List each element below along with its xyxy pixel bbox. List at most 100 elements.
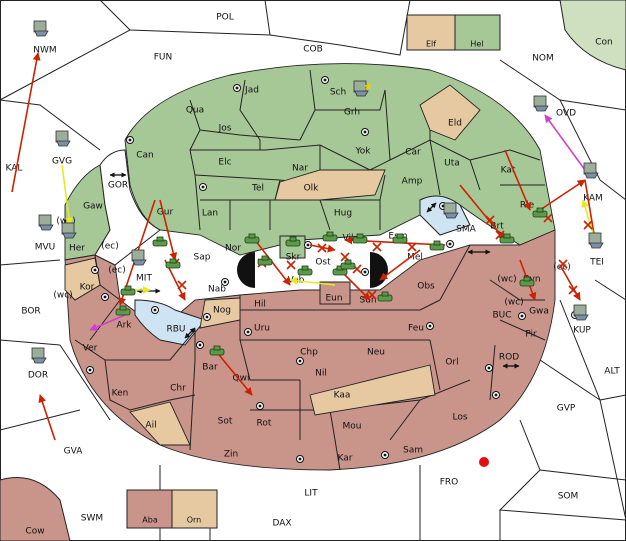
fleet-unit-icon[interactable] [31, 347, 47, 364]
failed-order-cross-4 [317, 243, 327, 253]
army-unit-icon[interactable] [244, 233, 260, 244]
label-rod: ROD [499, 353, 519, 363]
label-sap: Sap [194, 253, 211, 263]
order-move-16 [214, 349, 253, 396]
label-hil: Hil [254, 300, 266, 310]
supply-centre-dot-10 [223, 280, 227, 284]
army-unit-icon[interactable] [332, 265, 348, 276]
province-kaa-fill[interactable] [309, 364, 436, 416]
label-pol: POL [216, 13, 234, 23]
label-mit: MIT [136, 274, 152, 284]
label-eun: Eun [325, 294, 342, 304]
fleet-unit-icon[interactable] [33, 20, 49, 37]
fleet-unit-icon[interactable] [353, 80, 369, 97]
label-nar: Nar [292, 164, 308, 174]
army-unit-icon[interactable] [340, 259, 356, 270]
supply-centre-dot-11 [103, 295, 107, 299]
army-unit-icon[interactable] [429, 240, 445, 251]
province-eun-box[interactable] [319, 281, 351, 305]
supply-centre-dot-9 [93, 268, 97, 272]
label-uru: Uru [254, 324, 270, 334]
fleet-unit-icon[interactable] [573, 304, 589, 321]
region-cow[interactable] [0, 477, 71, 541]
label-neu: Neu [367, 348, 385, 358]
army-unit-icon[interactable] [297, 265, 313, 276]
army-unit-icon[interactable] [322, 231, 338, 242]
supply-centre-dot-12 [205, 315, 209, 319]
label-byn: Byn [523, 275, 540, 285]
label-kat: Kat [501, 166, 516, 176]
supply-centre-dot-25 [153, 308, 157, 312]
label-nog: Nog [213, 306, 231, 316]
label-pir: Pir [525, 330, 537, 340]
label-tel: Tel [251, 184, 264, 194]
label-buc: BUC [492, 311, 511, 321]
label-gor: GOR [108, 181, 128, 191]
supply-centre-dot-3 [128, 138, 132, 142]
label-mel: Mel [407, 253, 423, 263]
label-gwa: Gwa [529, 307, 549, 317]
province-nog-fill[interactable] [199, 297, 241, 329]
supply-centre-dot-21 [298, 457, 302, 461]
province-olk-fill[interactable] [274, 169, 386, 201]
army-unit-icon[interactable] [499, 233, 515, 244]
coast-wc-kor: (wc) [53, 291, 72, 301]
fleet-unit-icon[interactable] [588, 232, 604, 249]
label-chr: Chr [170, 384, 186, 394]
province-ail-fill[interactable] [129, 401, 191, 446]
fleet-unit-icon[interactable] [533, 95, 549, 112]
order-move-13 [584, 179, 598, 241]
label-brt: Brt [490, 222, 504, 232]
label-rot: Rot [257, 419, 272, 429]
army-unit-icon[interactable] [377, 291, 393, 302]
label-nil: Nil [315, 369, 327, 379]
army-unit-icon[interactable] [165, 258, 181, 269]
supply-centres [86, 76, 579, 463]
label-alt: ALT [604, 367, 620, 377]
fleet-unit-icon[interactable] [443, 202, 459, 219]
label-bor: BOR [21, 307, 40, 317]
fleet-unit-icon[interactable] [583, 162, 599, 179]
army-unit-icon[interactable] [120, 285, 136, 296]
fleet-unit-icon[interactable] [55, 130, 71, 147]
label-gva: GVA [64, 447, 84, 457]
fleet-unit-icon[interactable] [38, 214, 54, 231]
label-cob: COB [303, 45, 323, 55]
neutral-provinces [64, 84, 481, 446]
sea-labels: POL COB FUN NOM Con NWM KAL OVD GVG MVU … [6, 13, 621, 537]
order-convoy-1 [544, 114, 586, 171]
fleet-unit-icon[interactable] [61, 222, 77, 239]
label-her: Her [69, 244, 85, 254]
legend-orn-label: Orn [187, 516, 202, 525]
legend-orn-swatch [171, 489, 218, 529]
order-move-10 [459, 184, 506, 241]
label-sot: Sot [218, 417, 233, 427]
label-dor: DOR [28, 371, 48, 381]
supply-centre-dot-14 [88, 368, 92, 372]
label-cow: Cow [25, 527, 44, 537]
label-zin: Zin [224, 450, 238, 460]
legend-hel-label: Hel [470, 40, 483, 49]
army-unit-icon[interactable] [392, 233, 408, 244]
army-unit-icon[interactable] [532, 207, 548, 218]
army-unit-icon[interactable] [352, 233, 368, 244]
province-eld-fill[interactable] [419, 84, 481, 141]
label-sma: SMA [456, 225, 476, 235]
army-unit-icon[interactable] [257, 255, 273, 266]
army-unit-icon[interactable] [285, 236, 301, 247]
army-unit-icon[interactable] [115, 305, 131, 316]
label-yok: Yok [354, 147, 371, 157]
star-marker-icon: ★ [363, 80, 373, 93]
coast-wc-byn: (wc) [497, 275, 516, 285]
supply-centre-dot-19 [494, 393, 498, 397]
legend-aba-label: Aba [142, 516, 158, 525]
fleet-unit-icon[interactable] [131, 249, 147, 266]
army-unit-icon[interactable] [209, 345, 225, 356]
label-nwm: NWM [33, 46, 56, 56]
army-unit-icon[interactable] [152, 236, 168, 247]
province-kor-fill[interactable] [64, 257, 101, 301]
army-unit-icon[interactable] [519, 276, 535, 287]
label-ark: Ark [116, 321, 132, 331]
order-move-12 [539, 179, 586, 211]
